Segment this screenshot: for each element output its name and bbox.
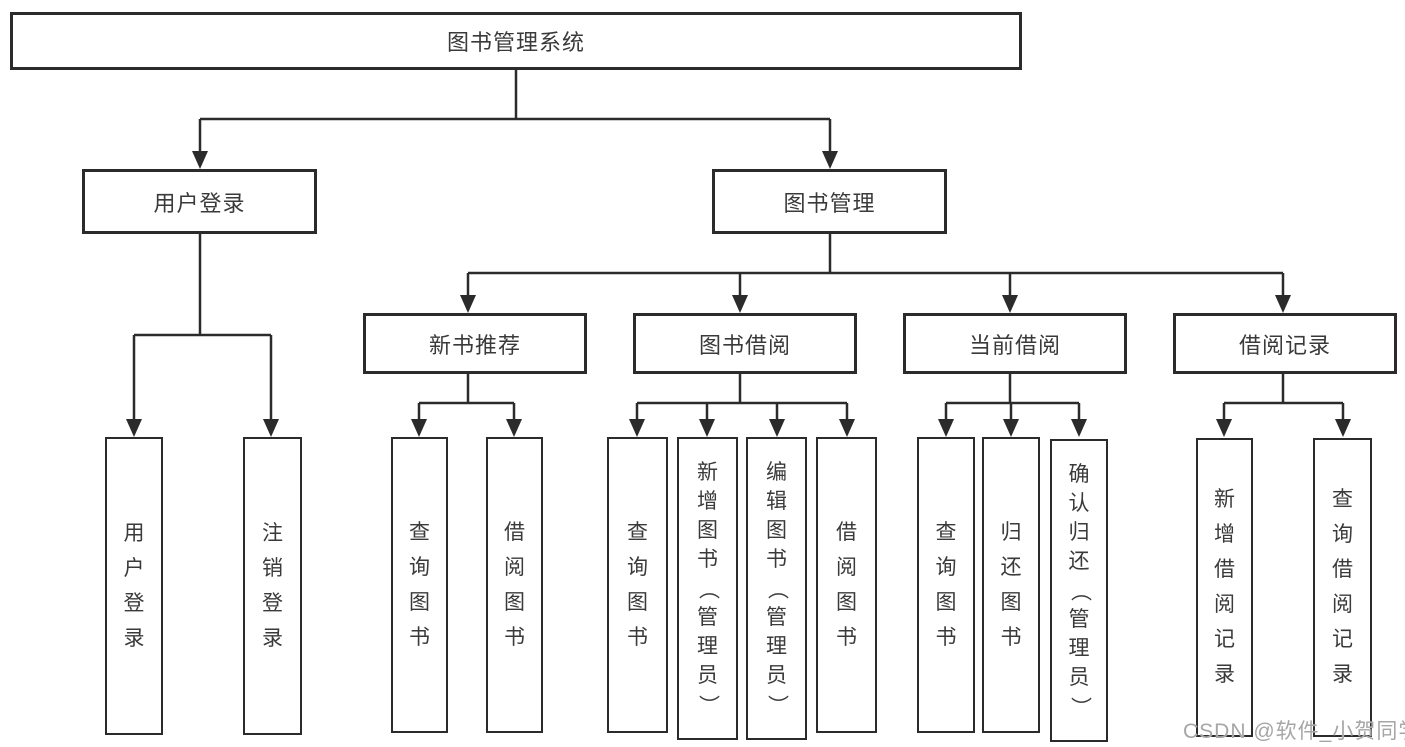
- node-borrowing-records: 借阅记录: [1173, 313, 1397, 374]
- node-confirm-return-admin: 确认归还（管理员）: [1050, 439, 1108, 742]
- node-query-books-recommend: 查询图书: [391, 437, 448, 733]
- node-query-borrow-record: 查询借阅记录: [1313, 438, 1372, 737]
- node-add-books-admin: 新增图书（管理员）: [677, 437, 738, 740]
- node-library-management-system: 图书管理系统: [10, 12, 1022, 70]
- node-borrow-books: 借阅图书: [816, 437, 877, 733]
- node-current-borrowing: 当前借阅: [903, 313, 1127, 374]
- node-return-books: 归还图书: [982, 437, 1040, 733]
- node-leaf-logout: 注销登录: [243, 437, 302, 735]
- node-book-borrowing: 图书借阅: [633, 313, 857, 374]
- node-query-books-borrow: 查询图书: [607, 437, 668, 733]
- watermark-csdn: CSDN @软件_小贺同学: [1183, 720, 1405, 743]
- node-add-borrow-record: 新增借阅记录: [1196, 438, 1253, 737]
- node-borrow-books-recommend: 借阅图书: [486, 437, 543, 733]
- node-leaf-user-login: 用户登录: [105, 437, 163, 735]
- node-new-book-recommendation: 新书推荐: [363, 313, 587, 374]
- node-query-books-current: 查询图书: [917, 437, 975, 733]
- node-book-management: 图书管理: [712, 169, 947, 234]
- node-edit-books-admin: 编辑图书（管理员）: [746, 437, 807, 740]
- node-user-login: 用户登录: [82, 169, 317, 234]
